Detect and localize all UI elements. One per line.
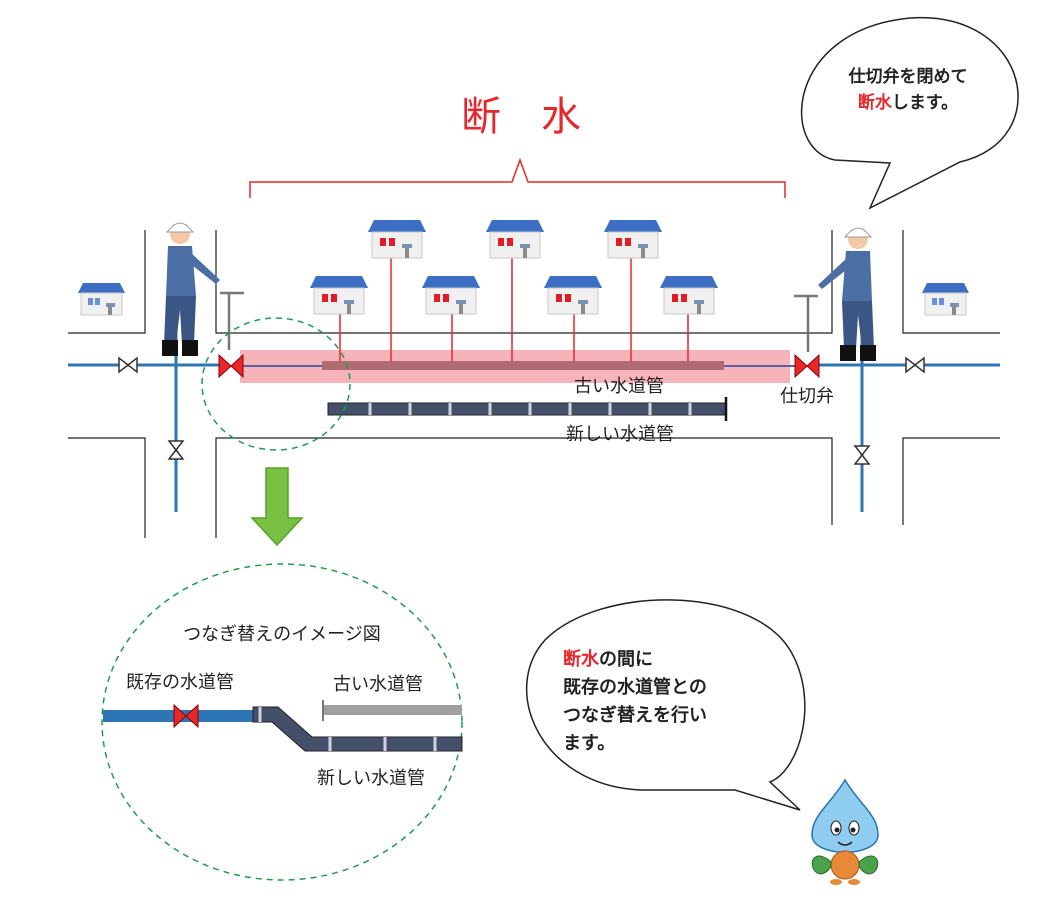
house-icon: [77, 282, 126, 316]
valve-icon: [118, 357, 138, 373]
valve-key: [220, 291, 244, 350]
top-bubble-red-text: 断水: [858, 92, 893, 113]
detail-new-pipe-label: 新しい水道管: [317, 768, 425, 789]
detail-title: つなぎ替えのイメージ図: [183, 624, 381, 645]
new-pipe-label: 新しい水道管: [566, 424, 674, 445]
worker-icon: [817, 227, 877, 362]
shutoff-bracket: [249, 157, 786, 198]
highlight-circle: [201, 317, 351, 451]
detail-pipes: [103, 700, 463, 752]
house-icon: [309, 275, 369, 315]
old-pipe-section: [322, 361, 724, 370]
valve-icon: [168, 440, 184, 460]
house-icon: [659, 275, 719, 315]
existing-pipe-label: 既存の水道管: [126, 672, 234, 693]
valve-icon: [854, 445, 870, 465]
down-arrow-icon: [250, 467, 304, 547]
detail-old-pipe-label: 古い水道管: [333, 674, 423, 695]
old-pipe-label: 古い水道管: [574, 376, 664, 397]
title: 断 水: [461, 94, 581, 140]
valve-label: 仕切弁: [780, 386, 834, 407]
house-icon: [543, 275, 603, 315]
service-lines: [339, 258, 689, 361]
bottom-bubble-red-text: 断水: [563, 648, 600, 670]
top-bubble-rest-text: します。: [892, 93, 958, 113]
bottom-bubble-line4: ます。: [563, 733, 615, 754]
valve-icon: [905, 357, 925, 373]
house-icon: [603, 219, 663, 259]
new-pipe-top: [327, 397, 728, 421]
bottom-speech-bubble: 断水の間に 既存の水道管との つなぎ替えを行い ます。: [525, 599, 806, 811]
valve-icon: [218, 354, 244, 378]
bottom-bubble-line3: つなぎ替えを行い: [563, 704, 707, 726]
top-bubble-line2: 断水します。: [858, 92, 958, 113]
house-icon: [421, 275, 481, 315]
bottom-bubble-line2: 既存の水道管との: [563, 676, 707, 698]
house-icon: [367, 219, 427, 259]
detail-circle: [101, 563, 463, 881]
top-bubble-line1: 仕切弁を閉めて: [848, 66, 968, 87]
valve-icon: [173, 704, 199, 728]
water-drop-mascot-icon: [811, 778, 879, 885]
house-icon: [485, 219, 545, 259]
bottom-bubble-rest-text: の間に: [599, 649, 653, 670]
top-speech-bubble: 仕切弁を閉めて 断水します。: [800, 17, 1019, 210]
worker-icon: [161, 222, 221, 357]
house-icon: [921, 282, 970, 316]
valve-icon: [794, 354, 820, 378]
valve-key: [794, 294, 818, 352]
bottom-bubble-line1: 断水の間に: [563, 648, 653, 670]
